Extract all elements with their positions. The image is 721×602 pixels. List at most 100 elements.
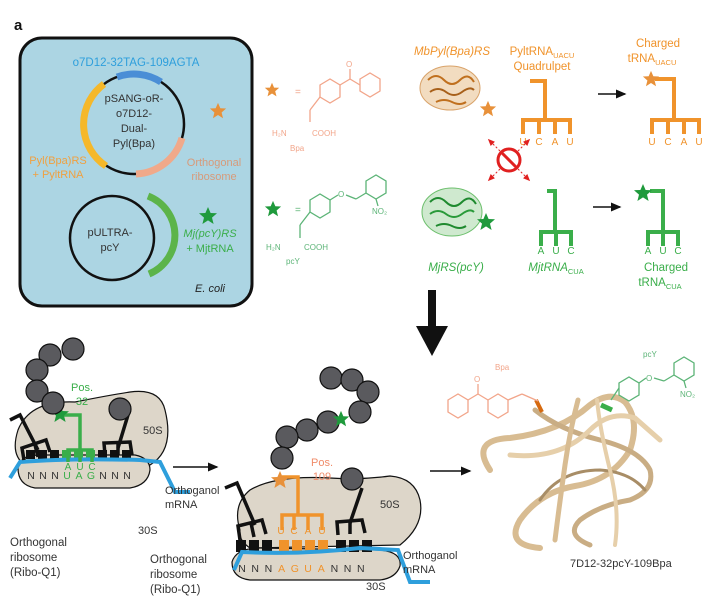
plasmid1-name-line4: Pyl(Bpa)	[113, 138, 155, 150]
pyl-label-line2: + PyltRNA	[32, 169, 84, 181]
pcy-equals: =	[295, 205, 301, 216]
product-pcy-nitro: NO₂	[680, 390, 695, 399]
bpa-star-key-icon	[264, 82, 280, 97]
charged-pyl-trna-icon	[650, 77, 701, 134]
product-bpa-carbonyl: O	[474, 375, 480, 384]
ribosome-gene-segment	[135, 136, 186, 178]
protein-ribbon	[480, 393, 663, 551]
no-crosstalk-icon	[487, 138, 531, 182]
charged-mj-star-icon	[634, 184, 652, 201]
mrna-codon-letter: N	[51, 470, 59, 482]
mj-label-line1: Mj(pcY)RS	[183, 228, 237, 240]
product-bpa-label: Bpa	[495, 363, 510, 372]
pcy-name: pcY	[286, 257, 300, 266]
r1-ribosome-label-line2: ribosome	[10, 552, 57, 564]
mrna-codon-letter: N	[331, 563, 339, 575]
pcy-structure: = O NO₂ H₂N COOH pcY	[264, 174, 387, 266]
mj-anticodon-2: U	[552, 246, 559, 257]
bpa-name: Bpa	[290, 144, 305, 153]
trna-pcy	[62, 413, 94, 462]
mrna-codon-letter: N	[99, 470, 107, 482]
pyl-trna-icon	[521, 79, 572, 134]
product-protein: O Bpa O NO₂ pcY 7D12-32pcY-109Bpa	[447, 350, 695, 570]
pyl-anticodon-3: A	[552, 137, 559, 148]
pyl-anticodon-2: C	[535, 137, 542, 148]
ortho-ribosome-label-line2: ribosome	[191, 171, 236, 183]
trna-sites	[236, 540, 372, 552]
r2-anticodon-3: A	[305, 526, 312, 537]
charged-mj-anticodon-2: U	[659, 246, 666, 257]
plasmid2-name-line1: pULTRA-	[87, 227, 132, 239]
mj-gene-segment	[146, 192, 179, 278]
charged-pyl-anticodon-3: A	[681, 137, 688, 148]
mj-enzyme-structure	[421, 187, 483, 237]
mrna-codon-letter: A	[75, 470, 82, 482]
pcy-ether-o: O	[338, 190, 344, 199]
r2-anticodon-2: C	[290, 526, 297, 537]
r2-mrna-label-line1: Orthoganol	[403, 550, 457, 562]
charged-pyl-anticodon-1: U	[648, 137, 655, 148]
mrna-codon-letter: N	[357, 563, 365, 575]
mrna-codon-letter: N	[265, 563, 273, 575]
pyl-anticodon-4: U	[566, 137, 573, 148]
mrna-codon-letter: N	[111, 470, 119, 482]
r2-position-label-line1: Pos.	[311, 457, 333, 469]
mrna-codon-letter: N	[251, 563, 259, 575]
bpa-structure: = O H₂N COOH Bpa	[264, 60, 381, 153]
large-subunit-50s	[237, 475, 422, 549]
peptide-bead	[108, 397, 132, 421]
mb-enzyme-label: MbPyl(Bpa)RS	[414, 46, 490, 58]
mb-enzyme-structure	[419, 65, 481, 111]
mj-anticodon-3: C	[567, 246, 574, 257]
mrna-codon-letter: N	[123, 470, 131, 482]
peptide-chain-2	[270, 366, 380, 470]
pcy-star-key-icon	[264, 200, 282, 217]
charged-mj-trna-icon	[646, 189, 680, 246]
product-pcy-label: pcY	[643, 350, 657, 359]
bpa-carbonyl-o: O	[346, 60, 352, 69]
mrna-codon-letter: G	[291, 563, 299, 575]
r1-30s-label: 30S	[138, 525, 158, 537]
trna-left	[224, 480, 268, 541]
bpa-equals: =	[295, 87, 301, 98]
charged-pyl-anticodon-4: U	[695, 137, 702, 148]
r2-ribosome-label-line2: ribosome	[150, 569, 197, 581]
o7d12-gene-segment	[115, 70, 163, 86]
product-pcy-ether: O	[646, 374, 652, 383]
mrna-codon-letter: N	[344, 563, 352, 575]
pyl-anticodon-1: U	[519, 137, 526, 148]
mj-enzyme-label: MjRS(pcY)	[428, 262, 484, 274]
r1-position-label-line2: 32	[76, 396, 88, 408]
construct-label: o7D12-32TAG-109AGTA	[73, 57, 200, 69]
mrna-codon-letter: N	[238, 563, 246, 575]
r1-anticodon-2: U	[76, 462, 83, 473]
mj-trna-label: MjtRNACUA	[528, 262, 583, 276]
mj-anticodon-1: A	[538, 246, 545, 257]
plasmid-psang: pSANG-oR- o7D12- Dual- Pyl(Bpa)	[80, 70, 186, 178]
plasmid1-name-line3: Dual-	[121, 123, 148, 135]
r1-anticodon-3: C	[88, 462, 95, 473]
peptide-chain-1	[25, 337, 85, 415]
mrna-codon-letter: G	[87, 470, 95, 482]
pcy-acid: COOH	[304, 243, 328, 252]
r2-30s-label: 30S	[366, 581, 386, 593]
charged-mj-label-line1: Charged	[644, 262, 688, 274]
r1-ribosome-label-line3: (Ribo-Q1)	[10, 567, 61, 579]
mrna-codon-letter: N	[39, 470, 47, 482]
plasmid1-name-line2: o7D12-	[116, 108, 152, 120]
ortho-ribosome-label-line1: Orthogonal	[187, 157, 241, 169]
r2-ribosome-label-line1: Orthogonal	[150, 554, 207, 566]
trna-right	[335, 487, 367, 536]
r2-position-label-line2: 109	[313, 471, 331, 483]
mrna-strand-2	[232, 545, 430, 584]
pyl-gene-segment	[80, 81, 109, 169]
charged-pyl-star-icon	[642, 70, 660, 87]
r1-ribosome-label-line1: Orthogonal	[10, 537, 67, 549]
panel-label: a	[14, 17, 23, 34]
pcy-amine: H₂N	[266, 243, 281, 252]
product-pcy-structure	[610, 356, 695, 402]
